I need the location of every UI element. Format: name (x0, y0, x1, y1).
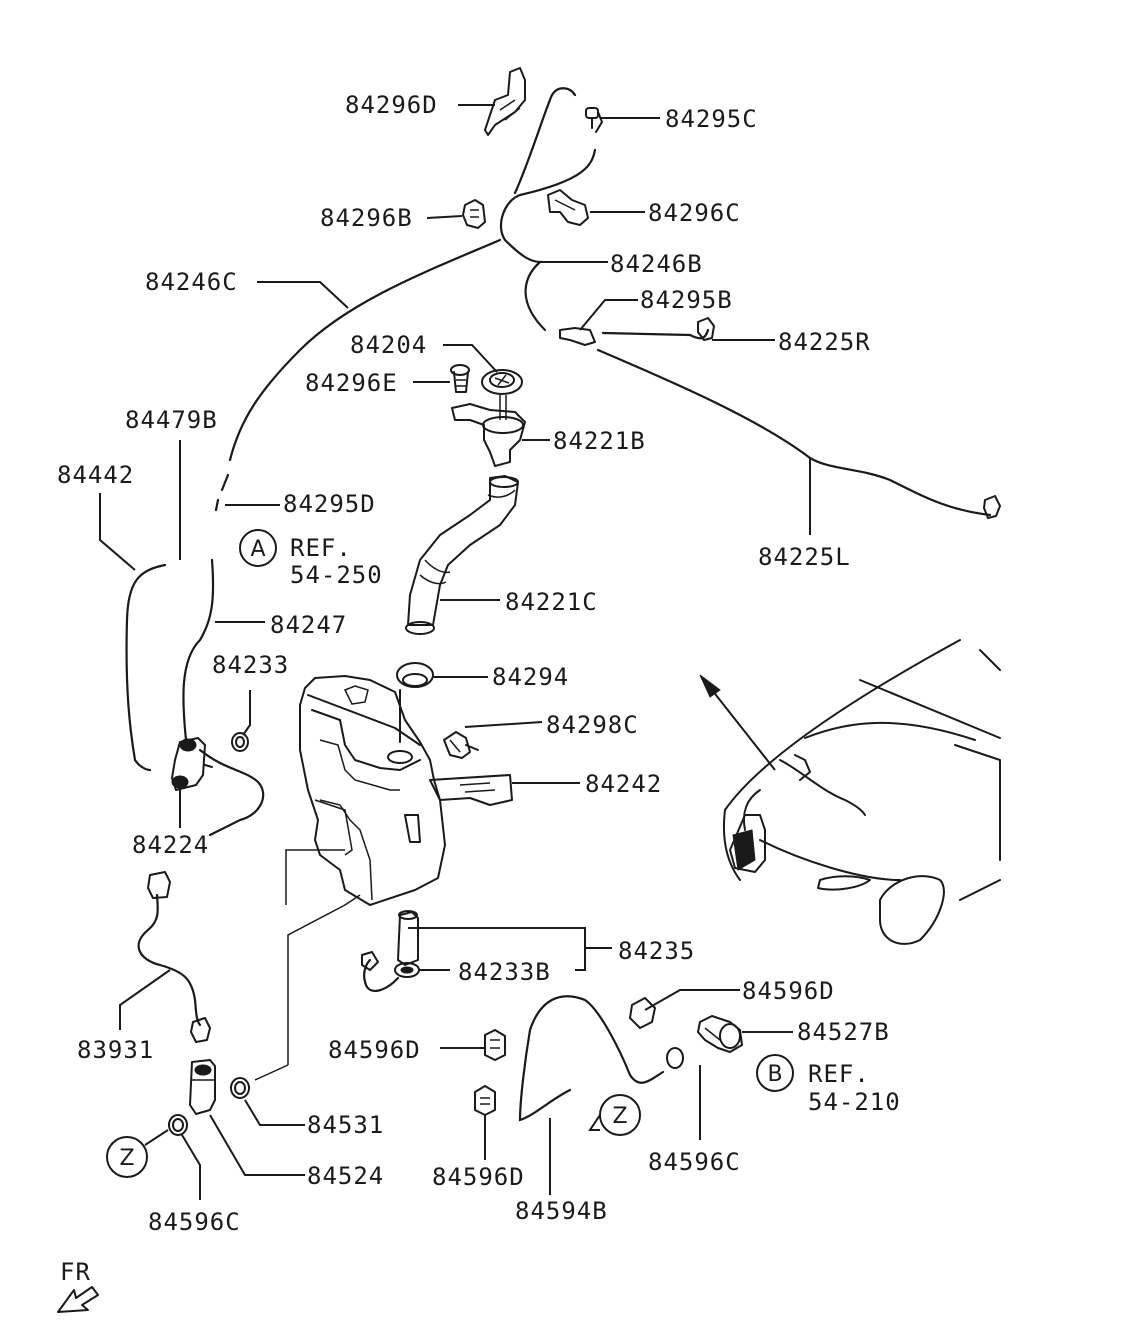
ref-marker-a: A (239, 529, 277, 567)
label-84295B: 84295B (640, 286, 733, 314)
label-84295D: 84295D (283, 490, 376, 518)
clip-84596D-mid-icon (484, 1029, 506, 1061)
label-84295C: 84295C (665, 105, 758, 133)
label-84233B: 84233B (458, 958, 551, 986)
filler-neck-84221B-icon (451, 395, 526, 467)
z-marker-right: Z (599, 1094, 641, 1136)
grommet-84233B-icon (361, 951, 420, 992)
label-84298C: 84298C (546, 711, 639, 739)
joint-84295B-icon (559, 327, 596, 346)
label-84296E: 84296E (305, 369, 398, 397)
label-84204: 84204 (350, 331, 427, 359)
front-direction-indicator: FR (57, 1258, 99, 1313)
ref-a-line1: REF. (290, 534, 352, 562)
label-84224: 84224 (132, 831, 209, 859)
check-valve-84527B-icon (697, 1015, 743, 1053)
washer-tank-icon (299, 675, 446, 906)
label-84246C: 84246C (145, 268, 238, 296)
vehicle-location-inset (699, 639, 1001, 945)
ref-b-line2: 54-210 (808, 1088, 901, 1116)
z-marker-left: Z (106, 1136, 148, 1178)
z-marker-right-letter: Z (612, 1104, 627, 1129)
label-84596C-left: 84596C (148, 1208, 241, 1236)
label-84596D-low: 84596D (432, 1163, 525, 1191)
nozzle-84225R-icon (697, 317, 715, 341)
label-84442: 84442 (57, 461, 134, 489)
ref-marker-b-letter: B (767, 1062, 782, 1087)
ref-marker-a-letter: A (250, 537, 265, 562)
harness-83931-icon (147, 871, 211, 1043)
label-84235: 84235 (618, 937, 695, 965)
label-84221B: 84221B (553, 427, 646, 455)
label-84479B: 84479B (125, 406, 218, 434)
bracket-84296D-icon (484, 67, 526, 136)
gasket-84294-icon (396, 662, 434, 688)
front-direction-label: FR (60, 1258, 91, 1286)
cap-84204-icon (481, 369, 523, 395)
label-84296D: 84296D (345, 91, 438, 119)
washer-pump-84524-icon (189, 1059, 216, 1115)
label-84296B: 84296B (320, 204, 413, 232)
part-number-labels: 84296D 84295C 84296B 84296C 84246C 84246… (57, 91, 890, 1236)
label-84221C: 84221C (505, 588, 598, 616)
label-84524: 84524 (307, 1162, 384, 1190)
filler-tube-84221C-icon (405, 475, 519, 635)
label-84596C-right: 84596C (648, 1148, 741, 1176)
label-84247: 84247 (270, 611, 347, 639)
joint-84295C-icon (585, 107, 603, 133)
clip-84296E-icon (450, 364, 470, 393)
washer-pump-84224-icon (171, 737, 213, 791)
ref-a-line2: 54-250 (290, 561, 383, 589)
label-84596D-mid: 84596D (328, 1036, 421, 1064)
clip-84296C-icon (547, 189, 589, 226)
label-84233: 84233 (212, 651, 289, 679)
ref-b-line1: REF. (808, 1060, 870, 1088)
label-84225R: 84225R (778, 328, 871, 356)
label-84527B: 84527B (797, 1018, 890, 1046)
label-83931: 83931 (77, 1036, 154, 1064)
grommet-84233-icon (231, 732, 249, 752)
label-84596D-top: 84596D (742, 977, 835, 1005)
clip-84596C-right-icon (666, 1047, 684, 1069)
label-84594B: 84594B (515, 1197, 608, 1225)
nozzle-84225L-icon (983, 495, 1001, 519)
clip-84296B-icon (462, 199, 486, 229)
label-84294: 84294 (492, 663, 569, 691)
ref-marker-b: B (756, 1054, 794, 1092)
callout-leaders (99, 104, 811, 1200)
clip-84596D-low-icon (474, 1085, 496, 1116)
label-84246B: 84246B (610, 250, 703, 278)
label-84225L: 84225L (758, 543, 851, 571)
label-84242: 84242 (585, 770, 662, 798)
clip-84596C-left-icon (168, 1114, 188, 1136)
bracket-84242-icon (429, 774, 513, 806)
clip-84596D-top-icon (629, 997, 656, 1029)
label-84531: 84531 (307, 1111, 384, 1139)
washer-hoses (125, 87, 992, 1122)
z-marker-left-letter: Z (119, 1146, 134, 1171)
bolt-84298C-icon (443, 731, 479, 759)
label-84296C: 84296C (648, 199, 741, 227)
grommet-84531-icon (230, 1077, 250, 1099)
level-sensor-84235-icon (397, 910, 419, 966)
front-direction-arrow-icon (57, 1286, 99, 1313)
